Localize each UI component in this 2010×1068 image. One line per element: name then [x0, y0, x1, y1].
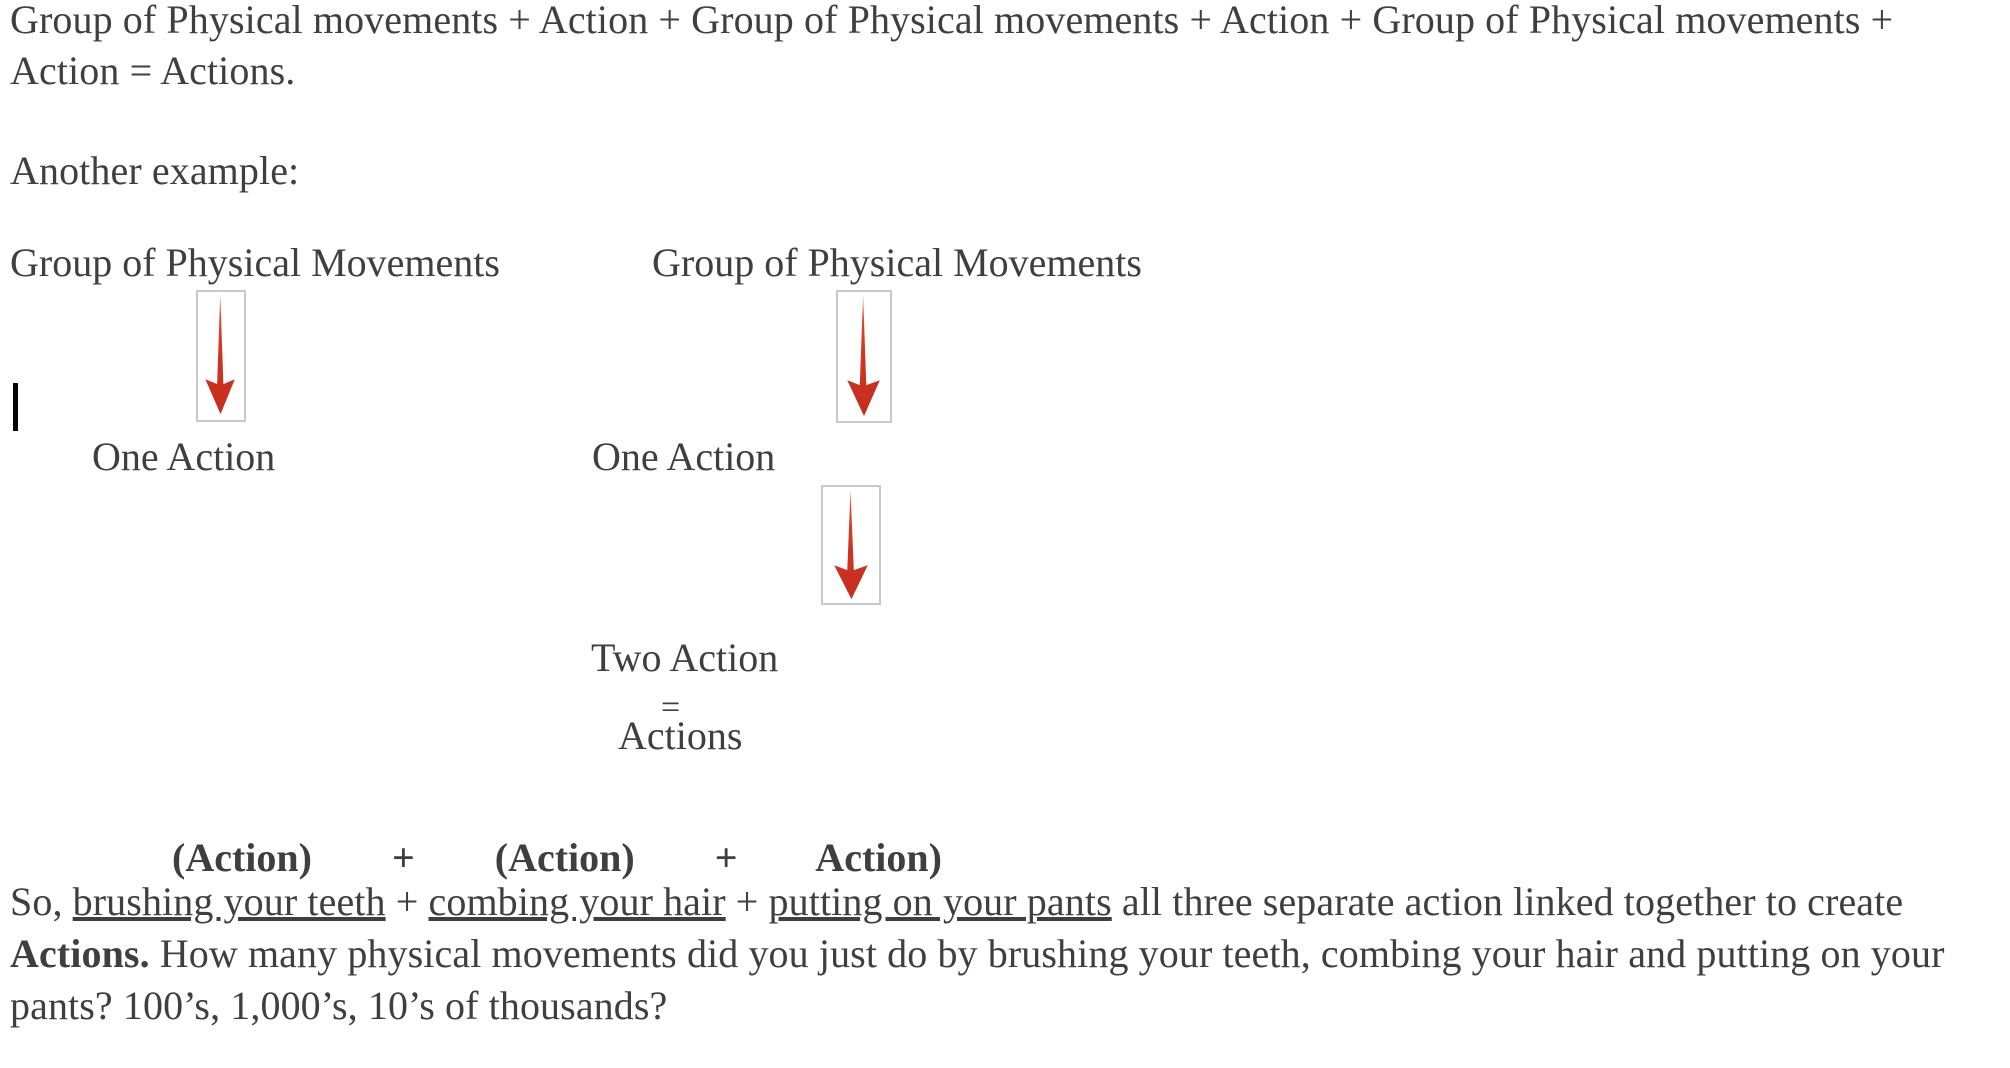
closing-underlined-brushing-teeth: brushing your teeth	[72, 879, 386, 924]
closing-segment-4: all three separate action linked togethe…	[1111, 879, 1904, 924]
closing-underlined-putting-pants: putting on your pants	[768, 879, 1112, 924]
another-example-heading: Another example:	[10, 148, 300, 193]
column2-equals-sign: =	[661, 689, 681, 726]
closing-segment-2: +	[385, 879, 429, 924]
closing-underlined-combing-hair: combing your hair	[428, 879, 726, 924]
text-cursor-caret	[13, 383, 18, 431]
column1-one-action-label: One Action	[92, 434, 276, 479]
closing-segment-1: So,	[10, 879, 73, 924]
closing-paragraph: So, brushing your teeth + combing your h…	[10, 876, 1970, 1032]
column2-header: Group of Physical Movements	[652, 240, 1142, 285]
closing-bold-actions: Actions.	[10, 931, 150, 976]
down-arrow-icon	[836, 290, 892, 423]
column2-one-action-label: One Action	[592, 434, 776, 479]
intro-paragraph: Group of Physical movements + Action + G…	[10, 0, 1894, 93]
column1-header: Group of Physical Movements	[10, 240, 500, 285]
column2-two-action-label: Two Action	[591, 635, 779, 680]
closing-segment-3: +	[725, 879, 769, 924]
action-sum-line: (Action) + (Action) + Action)	[172, 835, 942, 880]
down-arrow-icon	[196, 290, 246, 422]
closing-segment-5: How many physical movements did you just…	[10, 931, 1945, 1028]
column2-actions-label: Actions	[618, 713, 743, 758]
down-arrow-icon	[821, 485, 881, 605]
